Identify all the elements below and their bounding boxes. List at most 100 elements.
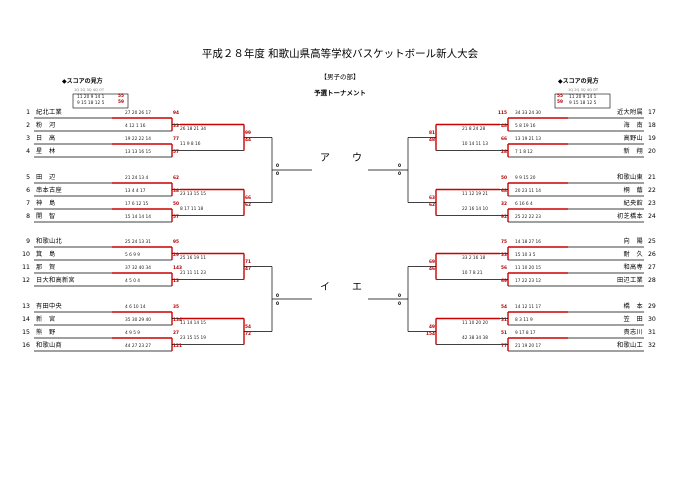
team-number-left: 11 <box>22 264 30 271</box>
quarter-scores-right: 20 23 11 14 <box>515 189 541 194</box>
team-number-left: 1 <box>26 109 30 116</box>
team-name-right: 新 翔 <box>623 148 643 155</box>
total-score-left: 62 <box>173 176 179 181</box>
score-legend-box-right <box>554 93 611 109</box>
team-number-left: 10 <box>22 251 30 258</box>
total-score-left: 77 <box>173 137 179 142</box>
team-name-right: 和歌山東 <box>617 174 643 181</box>
team-name-right: 初芝橋本 <box>617 213 643 220</box>
team-name-right: 田辺工業 <box>617 277 643 284</box>
quarter-scores-left: 4 5 0 4 <box>125 279 141 284</box>
team-name-right: 貴志川 <box>623 329 643 336</box>
quarter-scores-left: 11 9 8 16 <box>180 141 201 147</box>
quarter-scores-left: 5 6 9 9 <box>125 253 141 258</box>
team-name-right: 紀央館 <box>623 200 643 207</box>
team-name-left: 日大和高新宮 <box>36 277 75 284</box>
quarter-scores-right: 6 16 6 4 <box>515 202 533 207</box>
score-legend-total1-left: 55 <box>118 94 124 99</box>
quarter-scores-left: 15 14 14 14 <box>125 215 151 220</box>
total-score-left: 66 <box>245 195 251 201</box>
team-number-right: 21 <box>648 174 656 181</box>
quarter-scores-right: 9 9 15 20 <box>515 176 536 181</box>
team-number-left: 4 <box>26 148 30 155</box>
total-score-left: 54 <box>245 324 251 330</box>
score-legend-row1-left: 11 20 9 14 1 <box>77 95 105 100</box>
team-name-right: 近大附属 <box>617 109 643 116</box>
team-name-left: 粉 河 <box>36 122 56 129</box>
total-score-right: 75 <box>501 240 507 245</box>
team-number-right: 17 <box>648 109 656 116</box>
division-label: 【男子の部】 <box>320 73 360 81</box>
total-score-left: 71 <box>245 259 251 265</box>
quarter-scores-left: 19 22 22 14 <box>125 137 151 142</box>
team-name-left: 開 智 <box>36 213 56 220</box>
team-number-left: 13 <box>22 303 30 310</box>
score-legend-row1-right: 11 20 9 14 1 <box>569 95 597 100</box>
block-label-i: イ <box>320 282 330 293</box>
team-name-left: 星 林 <box>36 148 56 155</box>
total-score-right: 63 <box>429 195 435 201</box>
team-number-left: 7 <box>26 200 30 207</box>
block-a-score-top: 0 <box>276 164 279 169</box>
score-legend-box-left <box>72 93 129 109</box>
total-score-right: 49 <box>429 324 435 330</box>
total-score-left: 62 <box>245 202 251 208</box>
team-number-left: 12 <box>22 277 30 284</box>
team-number-right: 30 <box>648 316 656 323</box>
team-name-left: 箕 島 <box>36 251 56 258</box>
total-score-left: 29 <box>173 253 179 258</box>
total-score-left: 94 <box>173 111 179 116</box>
total-score-left: 33 <box>173 124 179 129</box>
quarter-scores-left: 4 6 10 14 <box>125 305 146 310</box>
total-score-left: 121 <box>173 344 182 349</box>
quarter-scores-left: 4 12 1 16 <box>125 124 146 129</box>
total-score-right: 56 <box>501 266 507 271</box>
team-name-left: 串本古座 <box>36 187 62 194</box>
quarter-scores-right: 14 18 27 16 <box>515 240 541 245</box>
quarter-scores-left: 17 6 12 15 <box>125 202 149 207</box>
total-score-right: 77 <box>501 344 507 349</box>
total-score-left: 44 <box>245 137 251 143</box>
total-score-right: 66 <box>501 137 507 142</box>
team-number-left: 8 <box>26 213 30 220</box>
block-u-score-top: 0 <box>398 164 401 169</box>
quarter-scores-left: 26 18 21 34 <box>180 126 206 132</box>
team-name-left: 紀北工業 <box>36 109 62 116</box>
score-legend-total2-left: 59 <box>118 100 124 105</box>
team-name-left: 田 辺 <box>36 174 56 181</box>
team-name-right: 笠 田 <box>623 316 643 323</box>
total-score-right: 46 <box>429 266 435 272</box>
total-score-left: 38 <box>173 189 179 194</box>
block-label-e: エ <box>352 282 362 293</box>
quarter-scores-left: 37 32 40 34 <box>125 266 151 271</box>
total-score-right: 51 <box>501 331 507 336</box>
team-number-right: 18 <box>648 122 656 129</box>
team-number-right: 28 <box>648 277 656 284</box>
total-score-right: 48 <box>429 137 435 143</box>
total-score-left: 27 <box>173 331 179 336</box>
team-name-left: 那 賀 <box>36 264 56 271</box>
total-score-left: 13 <box>173 279 179 284</box>
total-score-right: 154 <box>426 331 435 337</box>
total-score-right: 68 <box>501 189 507 194</box>
total-score-right: 32 <box>501 202 507 207</box>
score-legend-quarters-right: 1Q 2Q 3Q 4Q OT <box>568 88 599 92</box>
total-score-right: 69 <box>429 259 435 265</box>
total-score-right: 28 <box>501 150 507 155</box>
team-number-left: 3 <box>26 135 30 142</box>
quarter-scores-right: 42 38 34 38 <box>462 335 488 341</box>
quarter-scores-left: 13 4 4 17 <box>125 189 146 194</box>
team-number-left: 9 <box>26 238 30 245</box>
total-score-left: 72 <box>245 331 251 337</box>
quarter-scores-left: 21 11 11 23 <box>180 270 206 276</box>
quarter-scores-left: 44 27 23 27 <box>125 344 151 349</box>
total-score-right: 31 <box>501 318 507 323</box>
team-name-left: 有田中央 <box>36 303 62 310</box>
total-score-right: 33 <box>501 253 507 258</box>
quarter-scores-right: 11 10 20 15 <box>515 266 541 271</box>
total-score-right: 69 <box>501 279 507 284</box>
quarter-scores-left: 8 17 11 18 <box>180 206 204 212</box>
team-name-right: 和歌山工 <box>617 342 643 349</box>
team-name-right: 向 陽 <box>623 238 643 245</box>
